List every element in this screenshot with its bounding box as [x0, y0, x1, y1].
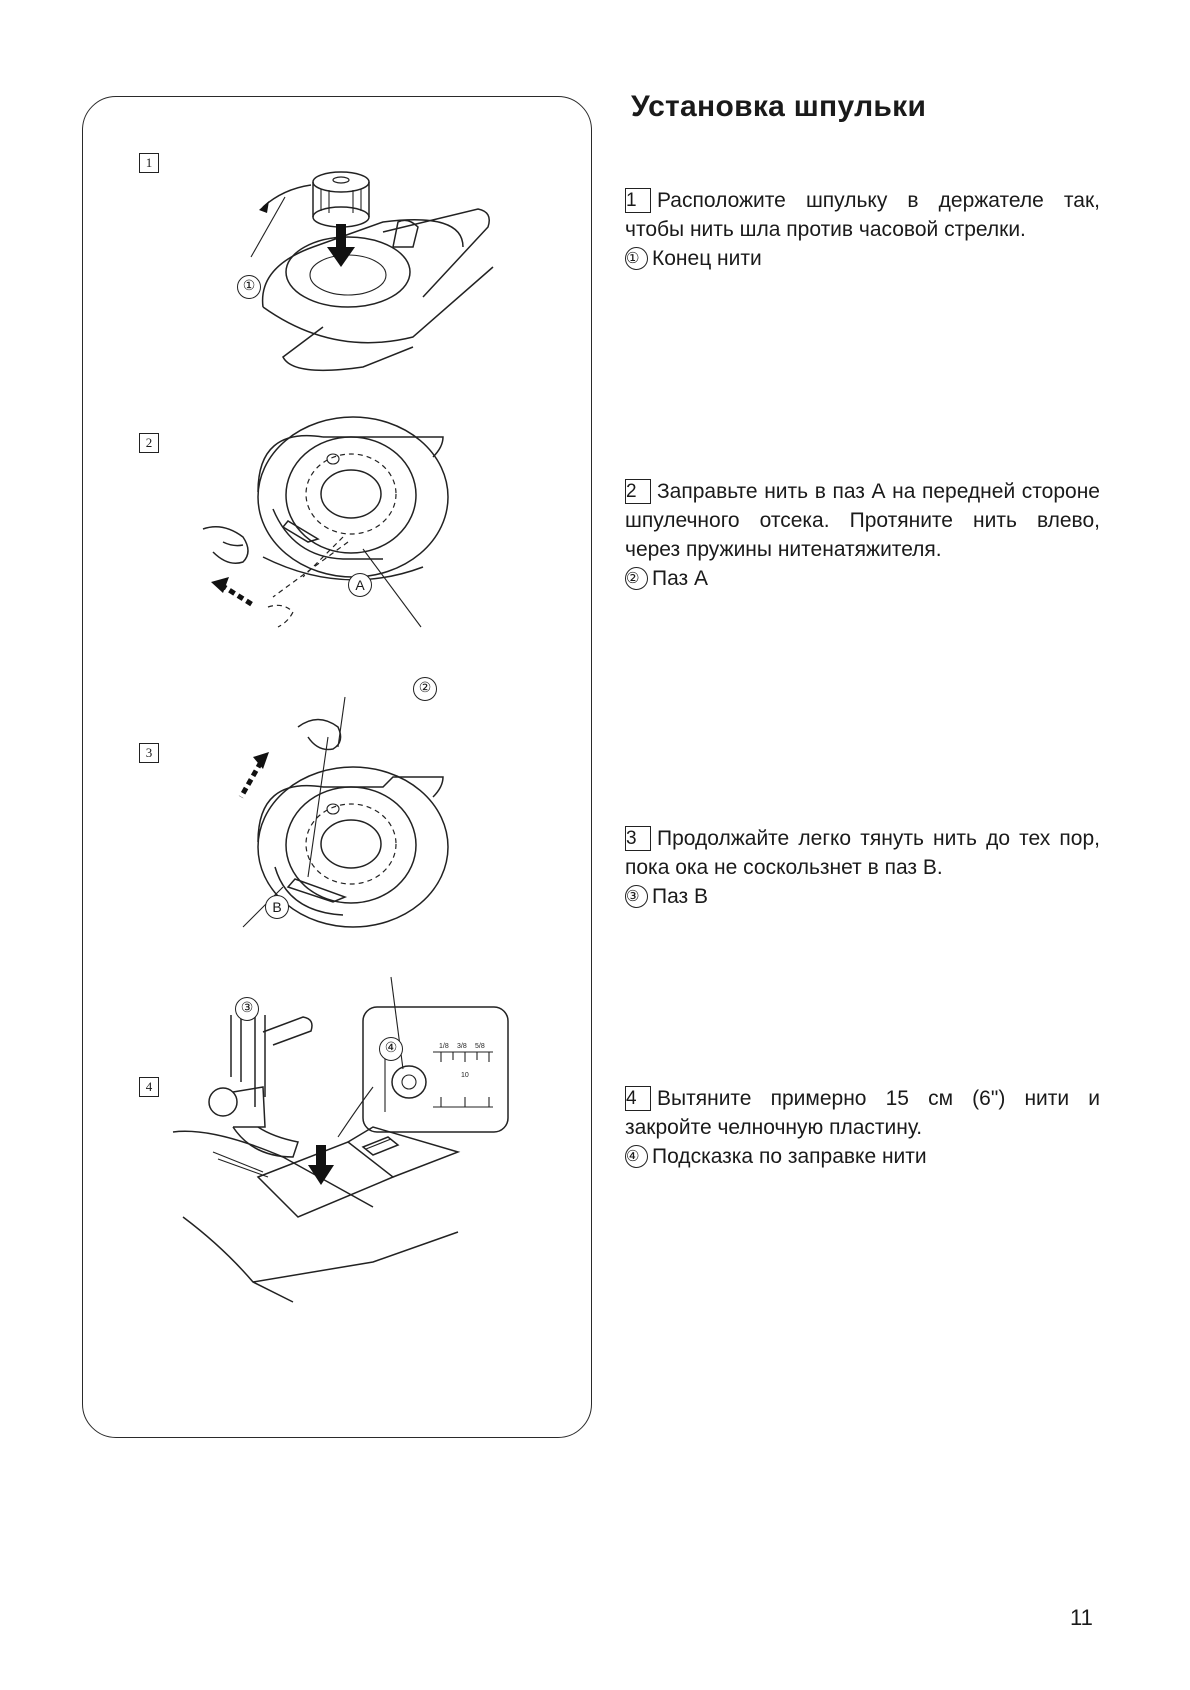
- bobbin-illustrations: 1/8 3/8 5/8 10: [83, 97, 593, 1439]
- figure-4-drawing: 1/8 3/8 5/8 10: [173, 977, 508, 1302]
- callout-number: ①: [625, 247, 648, 270]
- callout-number: ②: [625, 567, 648, 590]
- guide-mark-4: 10: [461, 1072, 469, 1079]
- callout-label: Конец нити: [652, 247, 762, 270]
- step-text: Расположите шпульку в держателе так, что…: [625, 189, 1100, 241]
- figure-2-drawing: [203, 417, 448, 627]
- figure-tag-3: 3: [139, 743, 159, 763]
- step-number: 2: [625, 479, 651, 504]
- callout-label: Подсказка по заправке нити: [652, 1145, 927, 1168]
- figure-tag-2: 2: [139, 433, 159, 453]
- guide-mark-1: 1/8: [439, 1043, 449, 1050]
- step-number: 3: [625, 826, 651, 851]
- callout-2: ②: [413, 677, 437, 701]
- figure-3-drawing: [241, 697, 448, 927]
- step-text: Вытяните примерно 15 см (6") нити и закр…: [625, 1087, 1100, 1139]
- figure-tag-4: 4: [139, 1077, 159, 1097]
- callout-number: ④: [625, 1145, 648, 1168]
- guide-mark-2: 3/8: [457, 1043, 467, 1050]
- step-number: 4: [625, 1086, 651, 1111]
- callout-3: ③: [235, 997, 259, 1021]
- callout-number: ③: [625, 885, 648, 908]
- callout-1: ①: [237, 275, 261, 299]
- illustration-panel: 1/8 3/8 5/8 10 1 2 3 4 ① ② ③ ④ A B: [82, 96, 592, 1438]
- figure-tag-1: 1: [139, 153, 159, 173]
- callout-label: Паз А: [652, 567, 708, 590]
- guide-mark-3: 5/8: [475, 1043, 485, 1050]
- page-title: Установка шпульки: [631, 90, 926, 124]
- callout-label: Паз В: [652, 885, 708, 908]
- figure-1-drawing: [251, 172, 493, 370]
- callout-4: ④: [379, 1037, 403, 1061]
- notch-a-label: A: [348, 573, 372, 597]
- page-number: 11: [1070, 1605, 1093, 1631]
- step-text: Продолжайте легко тянуть нить до тех пор…: [625, 827, 1100, 879]
- step-text: Заправьте нить в паз А на передней сторо…: [625, 480, 1100, 561]
- step-number: 1: [625, 188, 651, 213]
- notch-b-label: B: [265, 895, 289, 919]
